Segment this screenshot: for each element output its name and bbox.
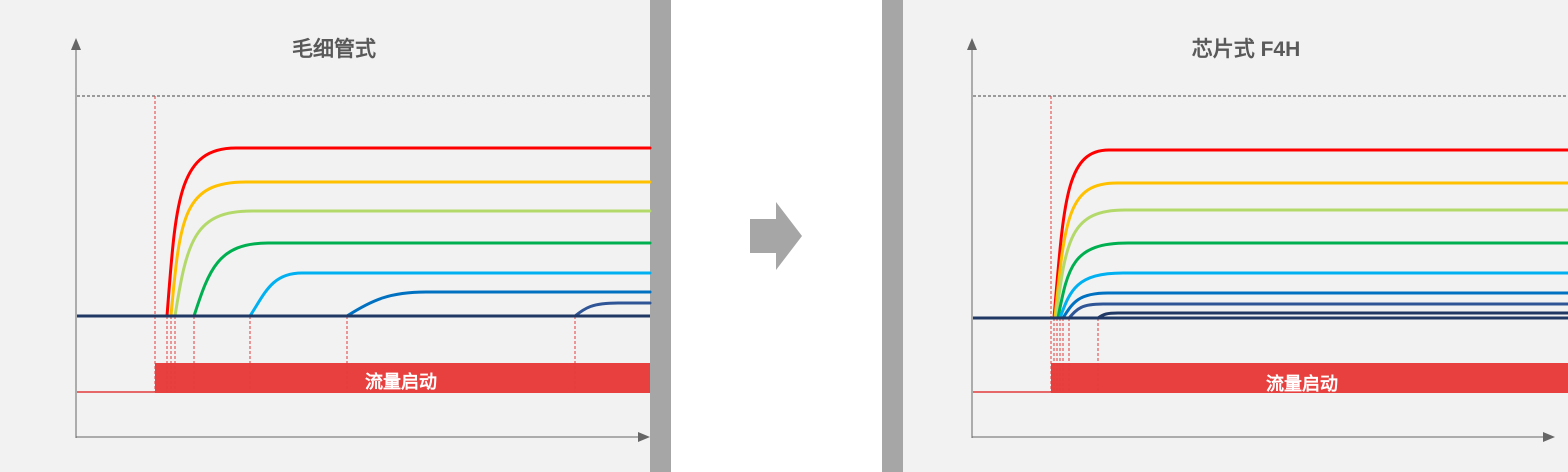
right-panel-title: 芯片式 F4H bbox=[1191, 38, 1301, 61]
right-dashed-markers bbox=[1050, 96, 1099, 392]
flow-start-bar bbox=[1051, 363, 1568, 393]
flow-start-bar bbox=[155, 363, 650, 393]
response-curve-blue bbox=[345, 290, 652, 318]
right-arrow-icon bbox=[750, 202, 802, 270]
response-curve-orange bbox=[169, 180, 652, 318]
y-axis-arrow-icon bbox=[71, 38, 81, 50]
response-curve-cyan bbox=[248, 271, 652, 318]
response-curve-red bbox=[1052, 148, 1568, 320]
right-panel bbox=[903, 0, 1568, 472]
x-axis-arrow-icon bbox=[638, 432, 650, 442]
response-curve-green bbox=[192, 241, 652, 318]
left-chart bbox=[71, 38, 652, 442]
response-curve-cyan bbox=[1058, 271, 1568, 320]
right-panel-divider bbox=[882, 0, 903, 472]
left-flow-start-label: 流量启动 bbox=[365, 372, 437, 392]
response-curve-red bbox=[165, 146, 652, 318]
y-axis-arrow-icon bbox=[967, 38, 977, 50]
response-curve-green bbox=[1056, 241, 1568, 320]
right-flow-start-label: 流量启动 bbox=[1266, 374, 1338, 394]
left-panel-divider bbox=[650, 0, 671, 472]
response-curve-orange bbox=[1053, 181, 1568, 320]
left-panel-title: 毛细管式 bbox=[292, 38, 376, 61]
right-chart bbox=[967, 38, 1568, 442]
response-curve-darkblue bbox=[573, 301, 652, 318]
x-axis-arrow-icon bbox=[1543, 432, 1555, 442]
response-curve-blue bbox=[1061, 291, 1568, 320]
left-panel bbox=[0, 0, 650, 472]
left-dashed-markers bbox=[154, 96, 576, 392]
response-curve-darkblue bbox=[1067, 302, 1568, 320]
response-curve-lightgreen bbox=[1054, 208, 1568, 320]
response-curve-lightgreen bbox=[173, 209, 652, 318]
